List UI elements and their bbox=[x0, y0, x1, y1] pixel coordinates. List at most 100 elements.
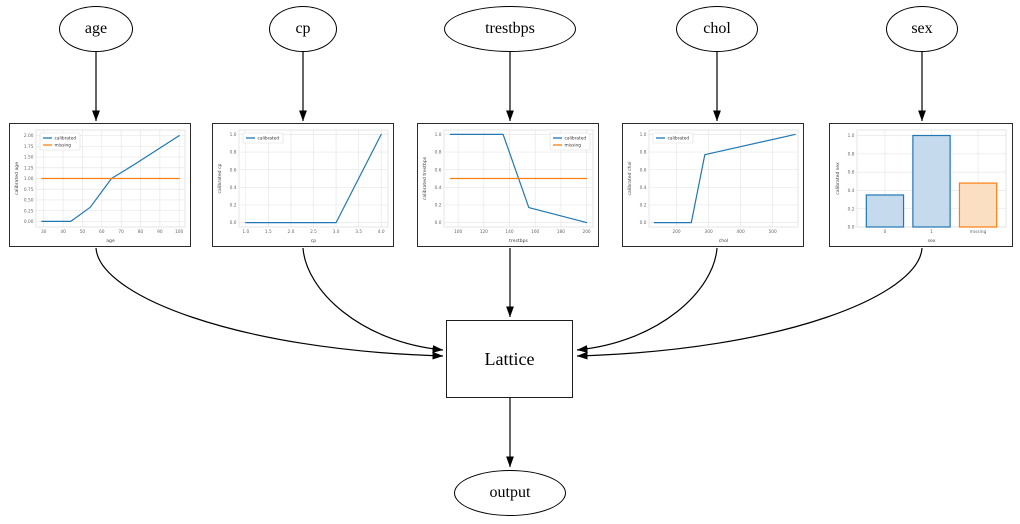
x-axis-label: trestbps bbox=[509, 238, 528, 244]
x-tick-label: 120 bbox=[480, 229, 488, 235]
edge-age-chart-to-lattice bbox=[95, 247, 444, 360]
x-tick-label: 160 bbox=[531, 229, 539, 235]
x-tick-label: 100 bbox=[175, 229, 183, 235]
series-calibrated bbox=[245, 133, 382, 224]
y-tick-label: 0.6 bbox=[230, 167, 237, 173]
y-axis-label: calibrated cp bbox=[217, 163, 223, 193]
y-tick-label: 0.0 bbox=[640, 220, 647, 226]
y-tick-label: 0.4 bbox=[230, 185, 237, 191]
y-tick-label: 0.25 bbox=[24, 208, 34, 214]
y-tick-label: 0.8 bbox=[435, 150, 442, 156]
x-tick-label: 1.0 bbox=[242, 229, 249, 235]
chart-svg-chol: 200 300 400 500 0.0 0.2 0.4 0.6 0.8 1.0 chol calibr… bbox=[627, 129, 799, 244]
y-axis-label: calibrated trestbps bbox=[422, 156, 428, 200]
node-sex: sex bbox=[886, 6, 958, 52]
y-tick-label: 0.6 bbox=[435, 167, 442, 173]
x-tick-label: 2.0 bbox=[288, 229, 295, 235]
x-tick-label: 3.5 bbox=[355, 229, 362, 235]
x-tick-label: 200 bbox=[672, 229, 680, 235]
x-axis-label: chol bbox=[719, 238, 729, 244]
y-tick-label: 0.4 bbox=[640, 185, 647, 191]
x-tick-label: 3.0 bbox=[333, 229, 340, 235]
chart-legend: calibrated bbox=[242, 132, 284, 144]
node-output: output bbox=[454, 470, 566, 516]
x-tick-label: 90 bbox=[157, 229, 163, 235]
x-tick-label: 100 bbox=[454, 229, 462, 235]
x-tick-label: 80 bbox=[138, 229, 144, 235]
y-tick-label: 1.50 bbox=[24, 155, 34, 161]
y-tick-label: 0.6 bbox=[640, 167, 647, 173]
y-tick-label: 0.6 bbox=[848, 170, 855, 176]
y-tick-label: 1.00 bbox=[24, 176, 34, 182]
y-tick-label: 0.4 bbox=[435, 185, 442, 191]
y-tick-label: 0.2 bbox=[848, 206, 855, 212]
bar-1 bbox=[912, 134, 951, 228]
node-age-label: age bbox=[84, 20, 108, 37]
y-tick-label: 0.8 bbox=[640, 150, 647, 156]
y-tick-label: 0.2 bbox=[230, 203, 237, 209]
y-tick-label: 0.0 bbox=[435, 220, 442, 226]
node-lattice: Lattice bbox=[446, 320, 573, 398]
y-tick-label: 0.8 bbox=[230, 150, 237, 156]
y-tick-label: 1.0 bbox=[230, 132, 237, 138]
x-tick-label: missing bbox=[970, 229, 987, 235]
x-tick-label: 180 bbox=[557, 229, 565, 235]
x-tick-label: 60 bbox=[99, 229, 105, 235]
x-tick-label: 50 bbox=[80, 229, 86, 235]
x-tick-label: 1.5 bbox=[265, 229, 272, 235]
x-axis-label: sex bbox=[928, 239, 936, 244]
y-tick-label: 2.00 bbox=[24, 133, 34, 139]
y-axis-label: calibrated chol bbox=[627, 161, 633, 195]
node-chol: chol bbox=[676, 6, 758, 52]
x-tick-label: 4.0 bbox=[378, 229, 385, 235]
x-tick-label: 0 bbox=[884, 229, 887, 235]
x-tick-label: 500 bbox=[769, 229, 777, 235]
y-tick-label: 0.8 bbox=[848, 151, 855, 157]
y-tick-label: 1.75 bbox=[24, 144, 34, 150]
node-chol-label: chol bbox=[703, 20, 731, 37]
legend-entry-missing: missing bbox=[55, 143, 72, 149]
chart-grid bbox=[239, 130, 388, 227]
y-tick-label: 0.0 bbox=[230, 220, 237, 226]
legend-entry-calibrated: calibrated bbox=[55, 136, 77, 142]
x-tick-label: 400 bbox=[737, 229, 745, 235]
y-tick-label: 0.2 bbox=[435, 203, 442, 209]
y-tick-label: 1.0 bbox=[640, 132, 647, 138]
edge-cp-chart-to-lattice bbox=[302, 247, 444, 353]
node-cp-label: cp bbox=[295, 20, 311, 37]
y-tick-label: 0.00 bbox=[24, 219, 34, 225]
y-tick-label: 0.2 bbox=[640, 203, 647, 209]
y-tick-label: 0.4 bbox=[848, 188, 855, 194]
node-age: age bbox=[59, 6, 133, 52]
x-tick-label: 300 bbox=[704, 229, 712, 235]
legend-entry-missing: missing bbox=[565, 143, 582, 149]
edge-chol-chart-to-lattice bbox=[576, 247, 718, 353]
x-axis-label: age bbox=[106, 239, 115, 244]
x-axis-label: cp bbox=[311, 239, 317, 244]
series-calibrated bbox=[653, 133, 796, 224]
y-axis-label: calibrated age bbox=[14, 162, 20, 195]
bar-missing bbox=[958, 182, 998, 228]
legend-entry-calibrated: calibrated bbox=[668, 136, 690, 142]
legend-entry-calibrated: calibrated bbox=[565, 136, 587, 142]
node-lattice-label: Lattice bbox=[484, 348, 535, 369]
series-calibrated bbox=[41, 135, 180, 223]
bar-0 bbox=[865, 194, 905, 228]
chart-grid bbox=[649, 130, 798, 227]
y-tick-label: 1.25 bbox=[24, 165, 34, 171]
y-tick-label: 1.0 bbox=[435, 132, 442, 138]
node-trestbps-label: trestbps bbox=[485, 20, 535, 37]
y-tick-label: 0.75 bbox=[24, 187, 34, 193]
node-sex-label: sex bbox=[911, 20, 933, 37]
calibration-chart-chol: 200 300 400 500 0.0 0.2 0.4 0.6 0.8 1.0 chol calibr… bbox=[622, 123, 804, 247]
